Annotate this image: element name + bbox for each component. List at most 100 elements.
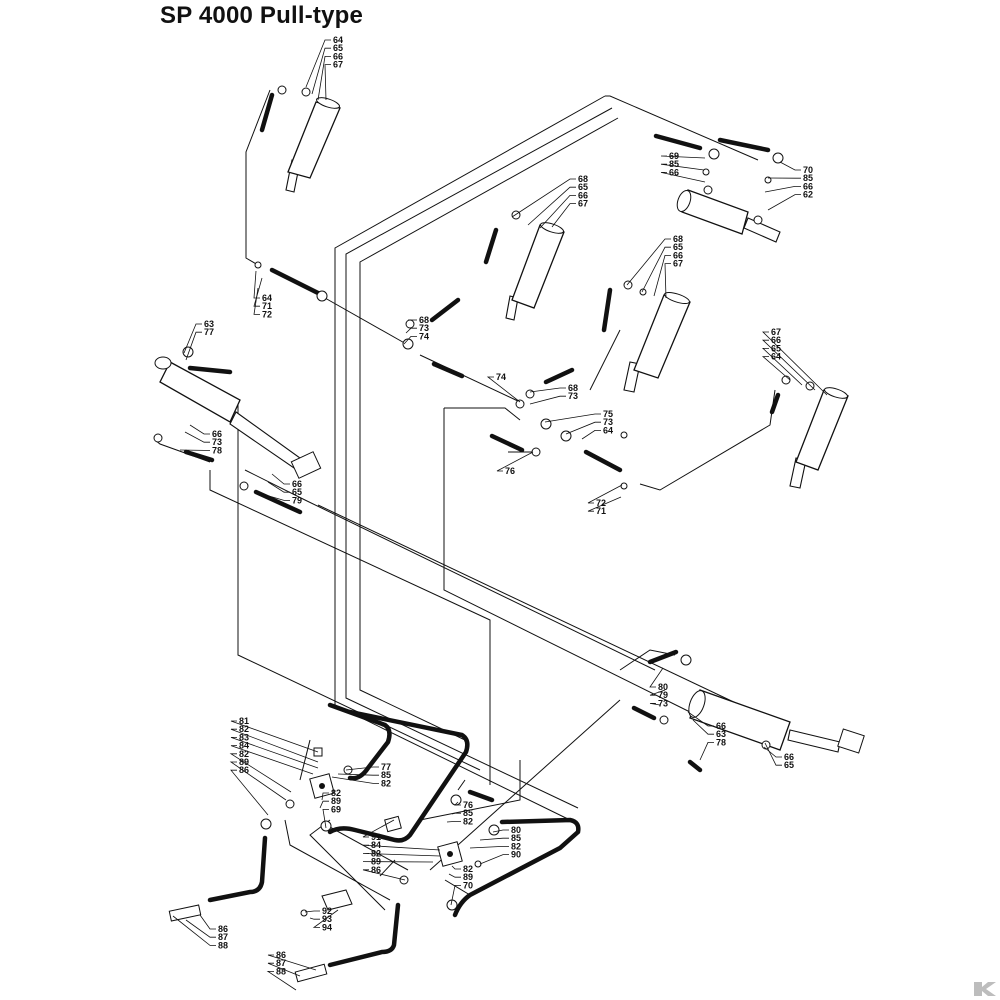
- part-number-label: 66: [803, 181, 813, 191]
- leader-line: [337, 773, 379, 776]
- part-number-label: 62: [803, 190, 813, 200]
- leader-line: [253, 277, 263, 307]
- leader-line: [324, 64, 331, 101]
- part-number-label: 73: [603, 417, 613, 427]
- cylinder-left-diagonal: [153, 346, 322, 491]
- part-callouts: 6465666764717263776673786665796873746865…: [172, 35, 828, 991]
- leader-line: [479, 837, 509, 841]
- part-number-label: 76: [505, 466, 515, 476]
- part-number-label: 85: [511, 833, 521, 843]
- leader-line: [267, 962, 301, 977]
- part-number-label: 72: [262, 309, 272, 319]
- leader-line: [660, 155, 706, 159]
- leader-line: [405, 327, 417, 334]
- part-number-label: 84: [371, 840, 381, 850]
- leader-line: [322, 809, 329, 829]
- part-number-label: 68: [673, 234, 683, 244]
- diagram-title: SP 4000 Pull-type: [160, 2, 364, 29]
- leader-line: [626, 238, 671, 286]
- leader-line: [230, 737, 319, 769]
- leader-line: [317, 56, 331, 101]
- leader-line: [511, 178, 576, 218]
- part-number-label: 73: [658, 698, 668, 708]
- leader-line: [331, 776, 379, 784]
- leader-line: [448, 873, 461, 878]
- leader-line: [764, 742, 782, 766]
- leader-line: [469, 846, 509, 849]
- part-number-label: 64: [333, 35, 343, 45]
- part-number-label: 86: [276, 950, 286, 960]
- leader-line: [699, 742, 714, 761]
- leader-line: [362, 844, 441, 851]
- part-number-label: 85: [669, 159, 679, 169]
- part-number-label: 78: [212, 445, 222, 455]
- part-number-label: 82: [331, 788, 341, 798]
- leader-line: [581, 429, 601, 440]
- callout-g12: 74: [486, 372, 521, 403]
- leader-line: [183, 323, 202, 354]
- part-number-label: 78: [716, 737, 726, 747]
- leader-line: [267, 481, 290, 493]
- leader-line: [345, 766, 379, 771]
- part-number-label: 68: [419, 315, 429, 325]
- part-number-label: 88: [218, 940, 228, 950]
- part-number-label: 93: [322, 914, 332, 924]
- cylinder-lower-right: [659, 654, 865, 754]
- leader-line: [312, 909, 339, 928]
- callout-g15: 76: [496, 451, 534, 476]
- leader-line: [761, 347, 803, 386]
- leader-line: [229, 761, 287, 801]
- part-number-label: 65: [771, 343, 781, 353]
- part-number-label: 66: [784, 752, 794, 762]
- part-number-label: 64: [262, 293, 272, 303]
- leader-line: [641, 246, 671, 293]
- part-number-label: 85: [803, 173, 813, 183]
- leader-line: [529, 387, 566, 393]
- part-number-label: 80: [658, 682, 668, 692]
- part-number-label: 74: [419, 331, 429, 341]
- part-number-label: 65: [292, 487, 302, 497]
- part-number-label: 66: [771, 335, 781, 345]
- part-number-label: 79: [292, 495, 302, 505]
- leader-line: [551, 203, 576, 228]
- part-number-label: 66: [212, 429, 222, 439]
- fittings: [168, 148, 784, 983]
- part-number-label: 72: [596, 498, 606, 508]
- leader-line: [565, 421, 601, 435]
- part-number-label: 82: [381, 778, 391, 788]
- part-number-label: 69: [669, 151, 679, 161]
- part-number-label: 85: [463, 808, 473, 818]
- part-number-label: 91: [371, 832, 381, 842]
- leader-line: [321, 792, 329, 801]
- part-number-label: 80: [511, 825, 521, 835]
- part-number-label: 71: [262, 301, 272, 311]
- part-number-label: 65: [578, 182, 588, 192]
- leader-line: [496, 451, 534, 472]
- part-number-label: 68: [578, 174, 588, 184]
- leader-line: [229, 753, 292, 793]
- part-number-label: 82: [463, 864, 473, 874]
- leader-line: [185, 919, 216, 938]
- leader-line: [660, 171, 706, 183]
- part-number-label: 90: [511, 850, 521, 860]
- part-number-label: 65: [673, 242, 683, 252]
- part-number-label: 70: [463, 880, 473, 890]
- cylinder-middle-upper: [505, 210, 565, 321]
- leader-line: [311, 47, 331, 95]
- leader-line: [199, 914, 216, 930]
- leader-line: [486, 376, 521, 403]
